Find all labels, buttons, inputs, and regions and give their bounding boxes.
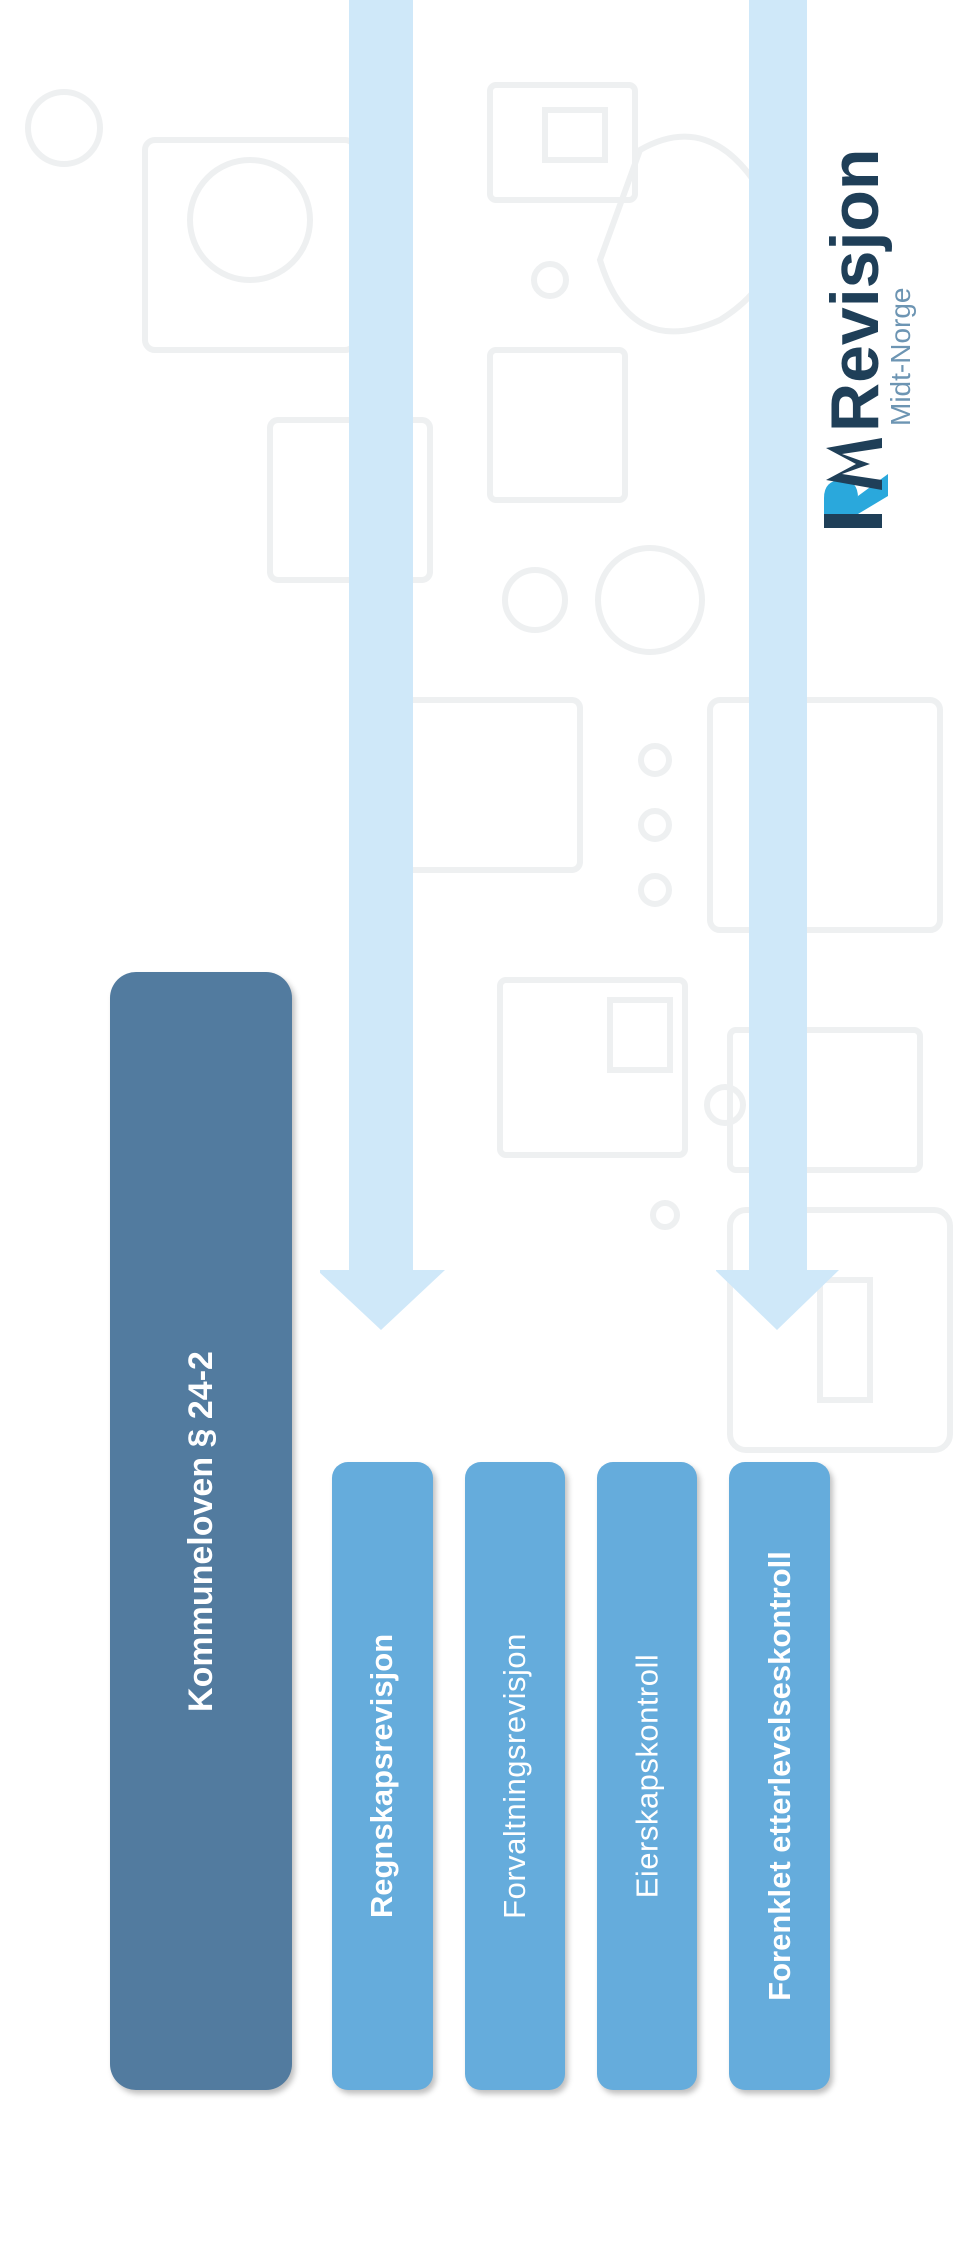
arrow-to-regnskapsrevisjon <box>320 0 445 1330</box>
forenklet-etterlevelseskontroll-label: Forenklet etterlevelseskontroll <box>761 1551 797 2001</box>
kommuneloven-box: Kommuneloven § 24-2 <box>110 972 292 2090</box>
regnskapsrevisjon-box: Regnskapsrevisjon <box>332 1462 433 2090</box>
logo-name: Revisjon <box>817 149 893 432</box>
forvaltningsrevisjon-label: Forvaltningsrevisjon <box>497 1633 533 1919</box>
forenklet-etterlevelseskontroll-box: Forenklet etterlevelseskontroll <box>729 1462 830 2090</box>
arrow-to-forenklet-etterlevelseskontroll <box>716 0 839 1330</box>
kommuneloven-label: Kommuneloven § 24-2 <box>181 1350 220 1712</box>
forvaltningsrevisjon-box: Forvaltningsrevisjon <box>465 1462 565 2090</box>
regnskapsrevisjon-label: Regnskapsrevisjon <box>364 1633 400 1919</box>
logo: Revisjon Midt-Norge <box>808 136 918 536</box>
logo-region: Midt-Norge <box>885 288 916 426</box>
eierskapskontroll-label: Eierskapskontroll <box>629 1653 665 1899</box>
logo-mark-icon <box>824 438 888 528</box>
eierskapskontroll-box: Eierskapskontroll <box>597 1462 697 2090</box>
